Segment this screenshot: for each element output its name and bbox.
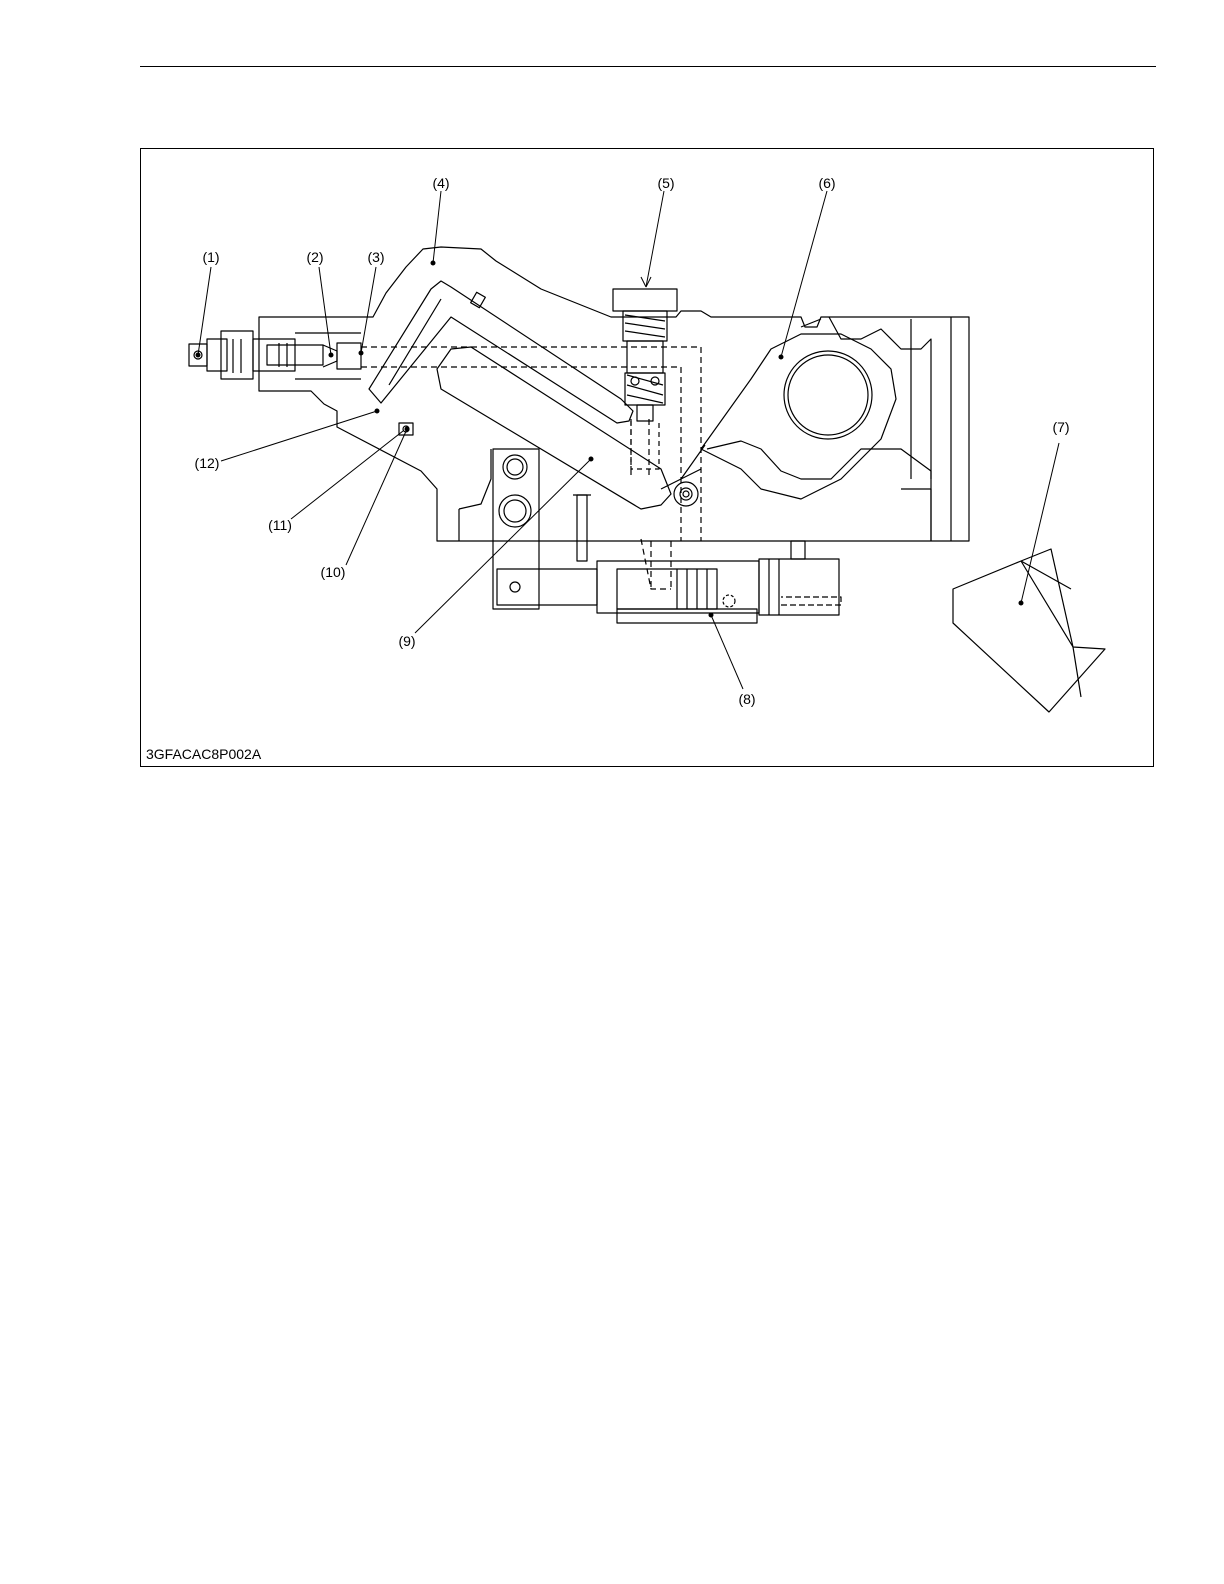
callout-6: (6) xyxy=(818,175,835,191)
callout-10: (10) xyxy=(321,564,346,580)
link-arm xyxy=(437,347,671,509)
governor-lever xyxy=(369,281,633,435)
callout-3: (3) xyxy=(367,249,384,265)
callout-9: (9) xyxy=(398,633,415,649)
callout-12: (12) xyxy=(195,455,220,471)
callout-8: (8) xyxy=(738,691,755,707)
callout-4: (4) xyxy=(432,175,449,191)
callout-11: (11) xyxy=(268,517,292,533)
spring-assembly xyxy=(613,289,677,469)
figure-frame: (4) (5) (6) (1) (2) (3) (7) (12) (11) (1… xyxy=(140,148,1154,767)
mechanism-illustration xyxy=(141,149,1155,768)
detached-part xyxy=(953,549,1105,712)
hidden-lines xyxy=(361,347,701,589)
leader-lines xyxy=(196,191,1059,689)
callout-1: (1) xyxy=(202,249,219,265)
cam-boss xyxy=(661,334,896,506)
callout-5: (5) xyxy=(657,175,674,191)
callout-7: (7) xyxy=(1052,419,1069,435)
callout-2: (2) xyxy=(306,249,323,265)
lower-shaft xyxy=(497,541,841,623)
plug-assembly xyxy=(189,331,361,379)
figure-code: 3GFACAC8P002A xyxy=(146,746,261,762)
header-rule xyxy=(140,66,1156,67)
